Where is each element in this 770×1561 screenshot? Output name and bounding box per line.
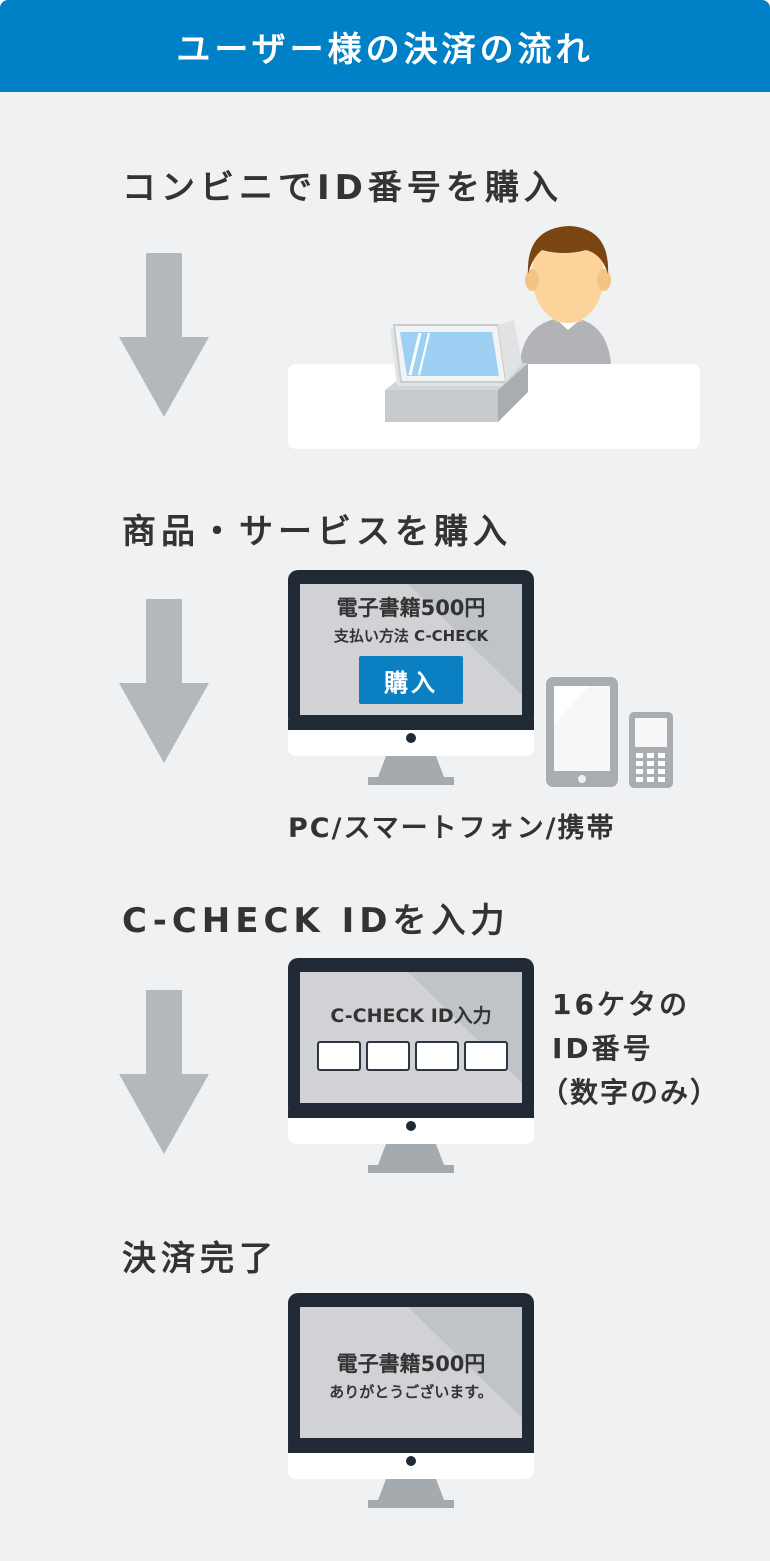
store-clerk-illustration <box>288 226 700 449</box>
id-input-box-2[interactable] <box>366 1041 410 1071</box>
step-1-arrow-icon <box>119 253 209 417</box>
cash-register-icon <box>288 320 700 449</box>
pc-monitor-icon <box>288 1293 534 1508</box>
id-note-line-2: ID番号 <box>552 1032 654 1065</box>
step-4-title: 決済完了 <box>122 1239 278 1279</box>
id-input-box-3[interactable] <box>415 1041 459 1071</box>
step-3-arrow-icon <box>119 990 209 1154</box>
pc-monitor-icon <box>288 570 534 785</box>
step-2-title: 商品・サービスを購入 <box>122 512 512 552</box>
pc-monitor-icon <box>288 958 534 1173</box>
clerk-icon <box>520 226 611 364</box>
id-entry-label: C-CHECK ID入力 <box>330 1005 492 1027</box>
devices-caption: PC/スマートフォン/携帯 <box>288 813 616 844</box>
step-1-title: コンビニでID番号を購入 <box>122 168 563 208</box>
completed-product-text: 電子書籍500円 <box>336 1352 486 1376</box>
thank-you-text: ありがとうございます。 <box>329 1383 493 1401</box>
step-2-arrow-icon <box>119 599 209 763</box>
payment-method-text: 支払い方法 C-CHECK <box>333 627 489 645</box>
step-3-title: C-CHECK IDを入力 <box>122 901 510 941</box>
id-note-line-1: 16ケタの <box>552 988 690 1021</box>
page-title: ユーザー様の決済の流れ <box>176 29 594 70</box>
id-input-box-4[interactable] <box>464 1041 508 1071</box>
feature-phone-icon <box>629 712 673 788</box>
header-bar: ユーザー様の決済の流れ <box>0 0 770 92</box>
purchase-button[interactable]: 購入 <box>359 656 463 704</box>
id-input-box-1[interactable] <box>317 1041 361 1071</box>
product-name-text: 電子書籍500円 <box>336 596 486 620</box>
id-note-line-3: （数字のみ） <box>540 1076 721 1109</box>
smartphone-icon <box>546 677 618 787</box>
